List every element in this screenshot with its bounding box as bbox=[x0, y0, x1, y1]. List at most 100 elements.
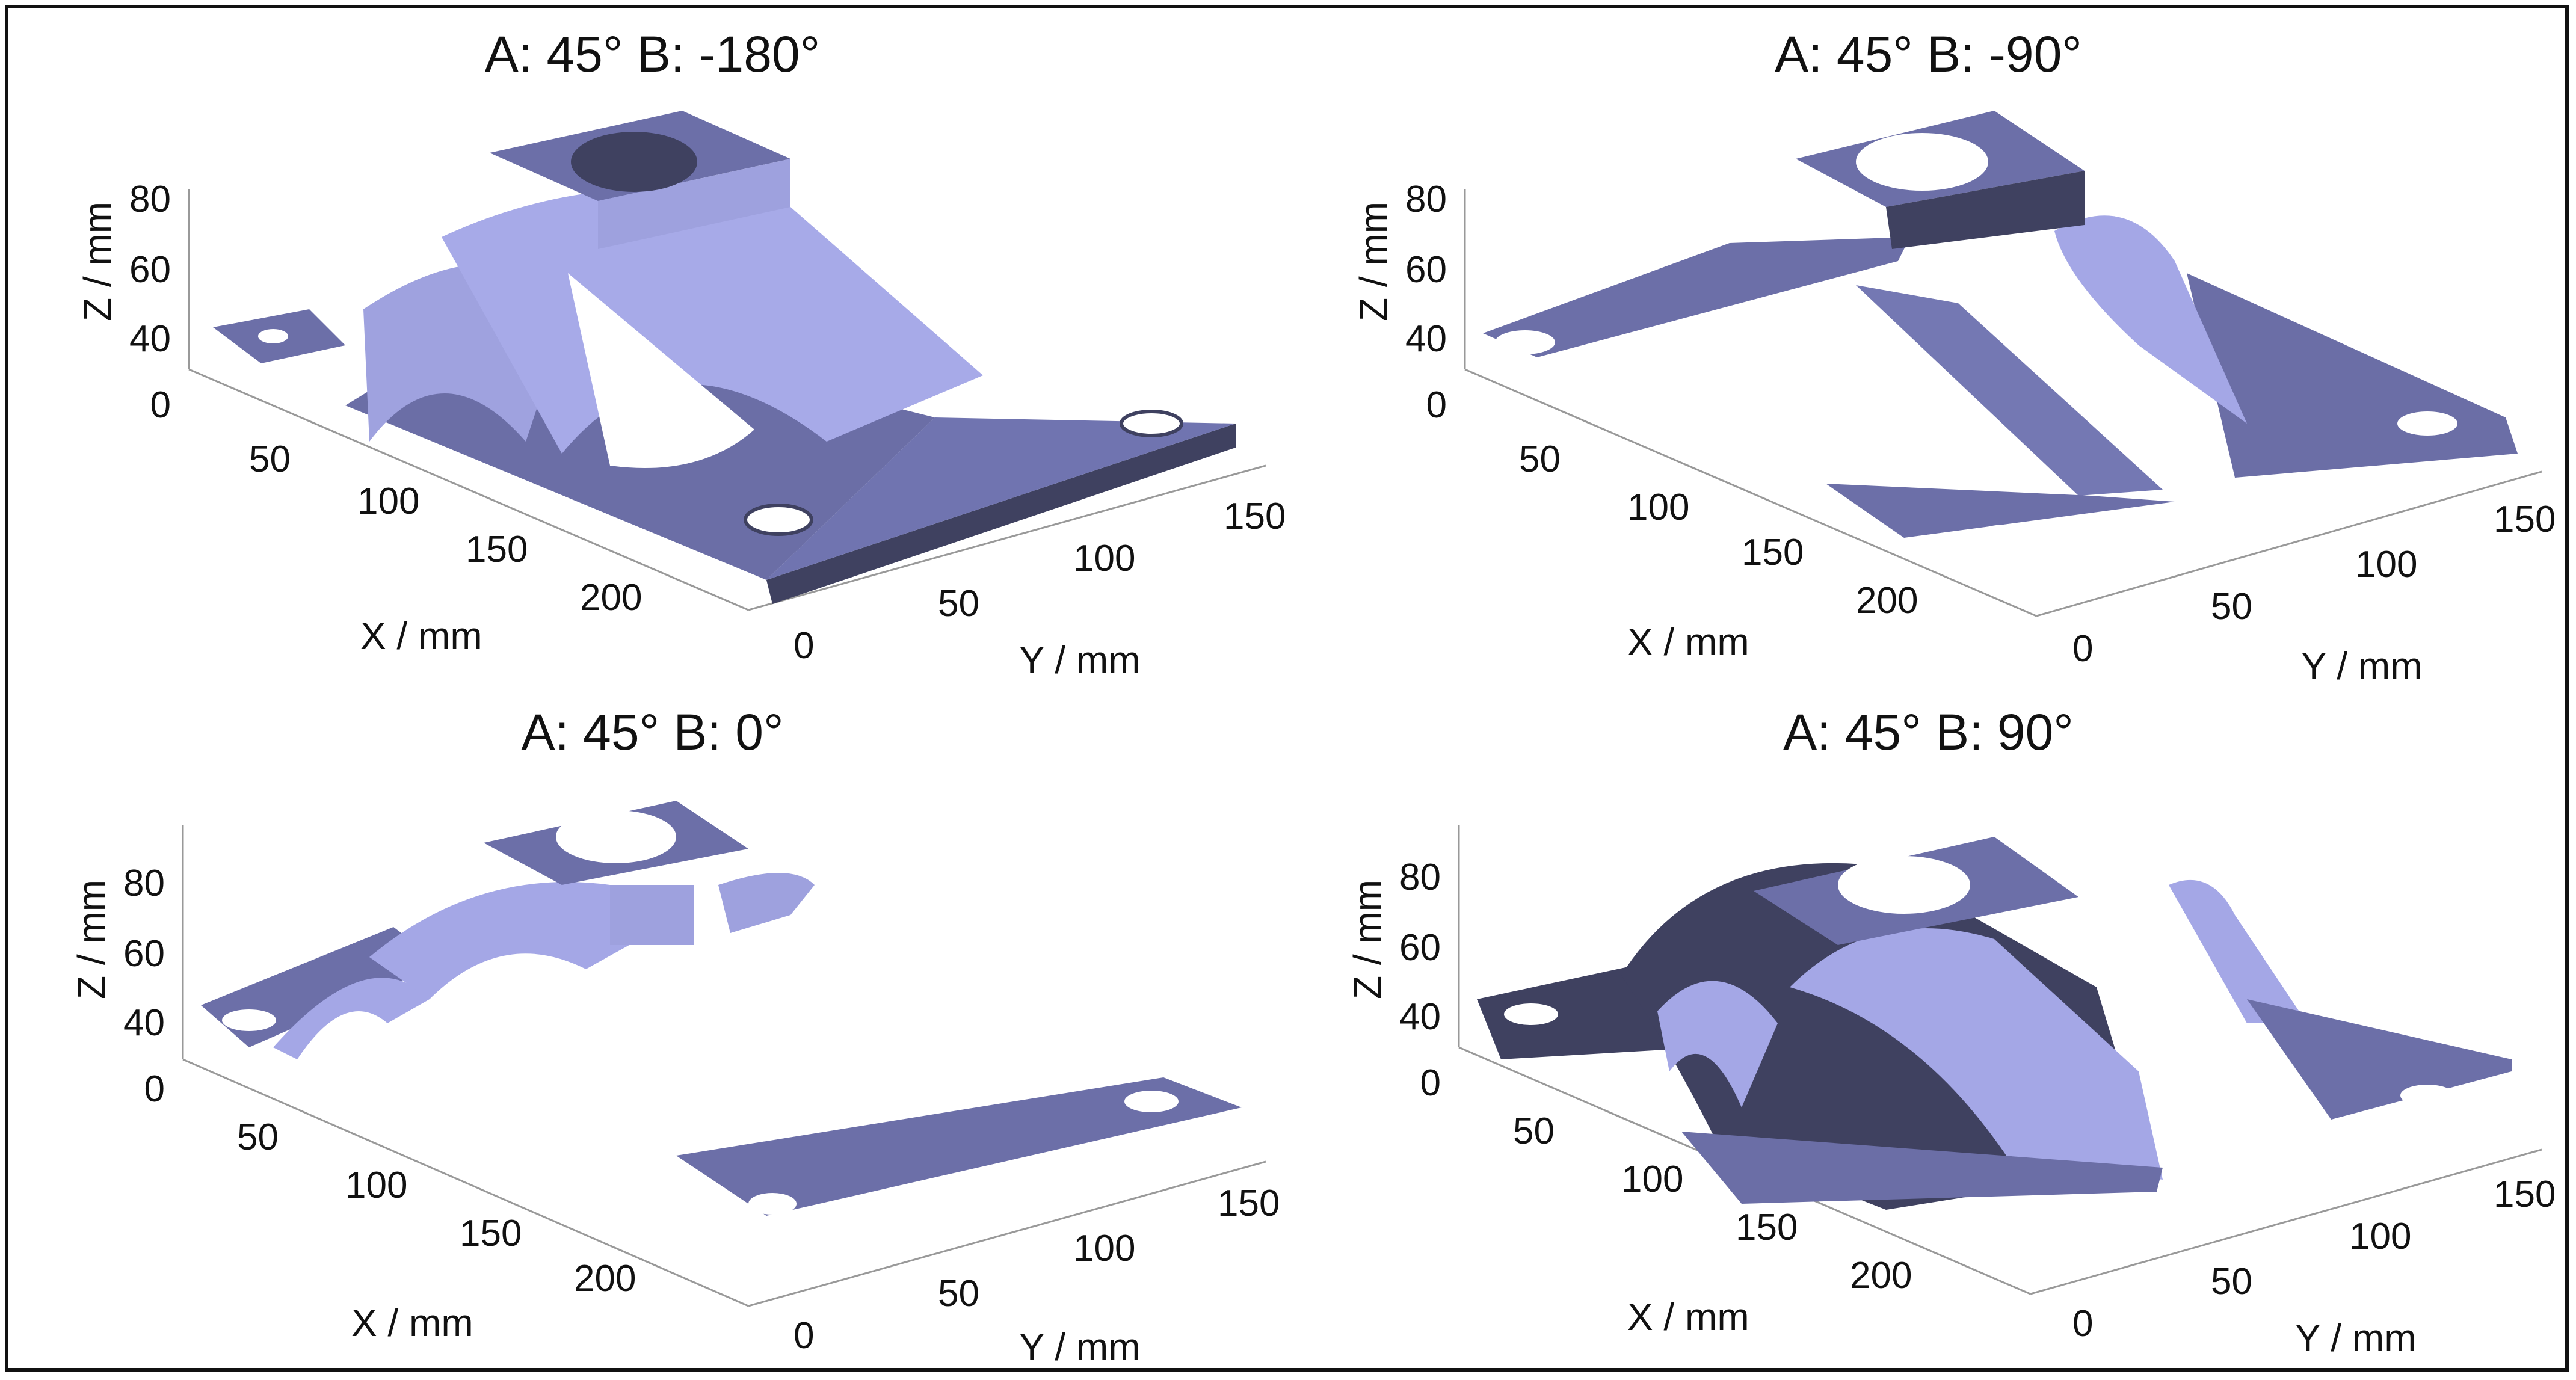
body-light bbox=[1790, 928, 2163, 1180]
z-tick: 0 bbox=[1420, 1062, 1441, 1104]
arch-fragment bbox=[718, 873, 815, 933]
y-axis-label: Y / mm bbox=[2295, 1316, 2417, 1360]
axis-lines bbox=[182, 825, 1266, 1307]
arch-side bbox=[2054, 215, 2247, 424]
part-render: 80 60 40 0 Z / mm 50 100 150 200 X / mm … bbox=[1346, 825, 2556, 1360]
mount-hole bbox=[258, 329, 288, 343]
axis-lines bbox=[188, 189, 1266, 611]
panel-title: A: 45° B: 0° bbox=[521, 704, 784, 760]
z-axis-label: Z / mm bbox=[76, 202, 119, 321]
mount-hole bbox=[2006, 1198, 2066, 1222]
x-tick: 50 bbox=[237, 1117, 279, 1158]
left-strip bbox=[1483, 237, 1910, 357]
panel-b-90: A: 45° B: 90° 80 60 40 0 Z / mm 50 100 1… bbox=[1284, 686, 2572, 1376]
x-axis-label: X / mm bbox=[1627, 1295, 1749, 1338]
x-tick: 100 bbox=[1621, 1159, 1683, 1200]
mount-hole bbox=[1973, 525, 2039, 551]
y-tick: 50 bbox=[938, 583, 979, 624]
y-tick: 150 bbox=[1218, 1183, 1280, 1224]
z-tick: 60 bbox=[123, 933, 165, 975]
top-flange-side bbox=[598, 159, 790, 249]
x-axis-label: X / mm bbox=[360, 614, 482, 658]
y-axis-label: Y / mm bbox=[1019, 1325, 1141, 1369]
x-tick: 150 bbox=[1736, 1207, 1798, 1248]
axis-lines bbox=[1464, 189, 2542, 617]
mount-hole bbox=[1504, 1003, 1558, 1025]
x-tick: 100 bbox=[1627, 487, 1689, 528]
y-axis-line bbox=[748, 464, 1266, 611]
y-axis-label: Y / mm bbox=[1019, 638, 1141, 682]
panel-b-0: A: 45° B: 0° 80 60 40 0 Z / mm 50 100 15… bbox=[8, 686, 1296, 1376]
mount-hole bbox=[748, 1193, 797, 1215]
arch-left bbox=[1657, 981, 1778, 1107]
base-plate-right bbox=[766, 417, 1236, 580]
y-axis-label: Y / mm bbox=[2301, 644, 2423, 688]
y-tick: 50 bbox=[2211, 586, 2252, 627]
y-tick: 0 bbox=[2072, 628, 2093, 670]
x-tick: 50 bbox=[249, 439, 291, 480]
part-render: 80 60 40 0 Z / mm 50 100 150 200 X / mm … bbox=[76, 111, 1286, 682]
panel-title: A: 45° B: 90° bbox=[1783, 704, 2074, 760]
panel-title: A: 45° B: -90° bbox=[1775, 26, 2082, 82]
x-tick: 50 bbox=[1513, 1110, 1555, 1152]
panel-b-minus-180: A: 45° B: -180° 80 60 40 0 Z / mm 50 100… bbox=[8, 8, 1296, 698]
z-tick: 40 bbox=[123, 1002, 165, 1044]
y-tick: 150 bbox=[1224, 496, 1286, 537]
arch-main bbox=[442, 188, 983, 454]
x-tick: 150 bbox=[1742, 532, 1804, 573]
y-tick: 150 bbox=[2494, 499, 2556, 540]
x-tick: 200 bbox=[580, 577, 642, 618]
top-flange-side bbox=[1886, 171, 2085, 249]
top-hole bbox=[1856, 133, 1988, 191]
z-tick: 0 bbox=[1426, 384, 1447, 426]
mount-hole bbox=[1120, 410, 1183, 437]
diagonal-strip bbox=[1856, 285, 2163, 496]
mount-hole bbox=[2400, 1085, 2454, 1106]
x-axis-line bbox=[188, 368, 749, 611]
x-axis-line bbox=[1464, 368, 2037, 617]
base-plate-edge bbox=[766, 424, 1236, 604]
z-tick: 0 bbox=[144, 1068, 165, 1110]
y-tick: 0 bbox=[793, 1315, 814, 1357]
panel-title: A: 45° B: -180° bbox=[484, 26, 821, 82]
right-strip bbox=[2187, 273, 2518, 478]
x-tick: 200 bbox=[1850, 1255, 1912, 1296]
arch-main bbox=[369, 882, 640, 999]
z-tick: 80 bbox=[1399, 857, 1441, 898]
x-tick: 150 bbox=[460, 1213, 522, 1254]
base-front bbox=[1681, 1132, 2163, 1204]
y-tick: 100 bbox=[1073, 1228, 1135, 1269]
y-tick: 100 bbox=[1073, 538, 1135, 579]
x-tick: 150 bbox=[466, 529, 528, 570]
mount-hole bbox=[1124, 1091, 1179, 1112]
cutout-gap bbox=[568, 273, 754, 468]
y-tick: 0 bbox=[2072, 1303, 2093, 1345]
y-tick: 100 bbox=[2349, 1216, 2411, 1257]
z-tick: 40 bbox=[1399, 996, 1441, 1038]
cutout-right bbox=[2115, 881, 2277, 1065]
z-tick: 40 bbox=[129, 318, 171, 360]
boss-cylinder bbox=[610, 885, 694, 945]
x-tick: 50 bbox=[1519, 439, 1561, 480]
y-axis-line bbox=[2030, 1148, 2542, 1295]
panel-b-minus-90: A: 45° B: -90° 80 60 40 0 Z / mm 50 100 … bbox=[1284, 8, 2572, 698]
z-tick: 40 bbox=[1405, 318, 1447, 360]
top-hole bbox=[571, 132, 697, 192]
arch-right bbox=[2169, 879, 2307, 1023]
part-render: 80 60 40 0 Z / mm 50 100 150 200 X / mm … bbox=[70, 801, 1280, 1369]
mount-hole bbox=[1495, 330, 1555, 354]
z-axis-label: Z / mm bbox=[1346, 879, 1389, 999]
y-tick: 50 bbox=[2211, 1261, 2252, 1302]
z-axis-label: Z / mm bbox=[1352, 202, 1395, 321]
base-strip bbox=[676, 1077, 1242, 1216]
z-tick: 80 bbox=[123, 863, 165, 904]
y-axis-line bbox=[748, 1160, 1266, 1307]
x-tick: 100 bbox=[345, 1165, 407, 1206]
z-tick: 80 bbox=[129, 179, 171, 220]
z-tick: 0 bbox=[150, 384, 171, 426]
top-hole bbox=[556, 810, 676, 863]
y-tick: 100 bbox=[2355, 544, 2417, 585]
x-axis-line bbox=[182, 1058, 749, 1307]
mount-hole bbox=[2397, 411, 2457, 436]
x-tick: 200 bbox=[574, 1258, 636, 1299]
